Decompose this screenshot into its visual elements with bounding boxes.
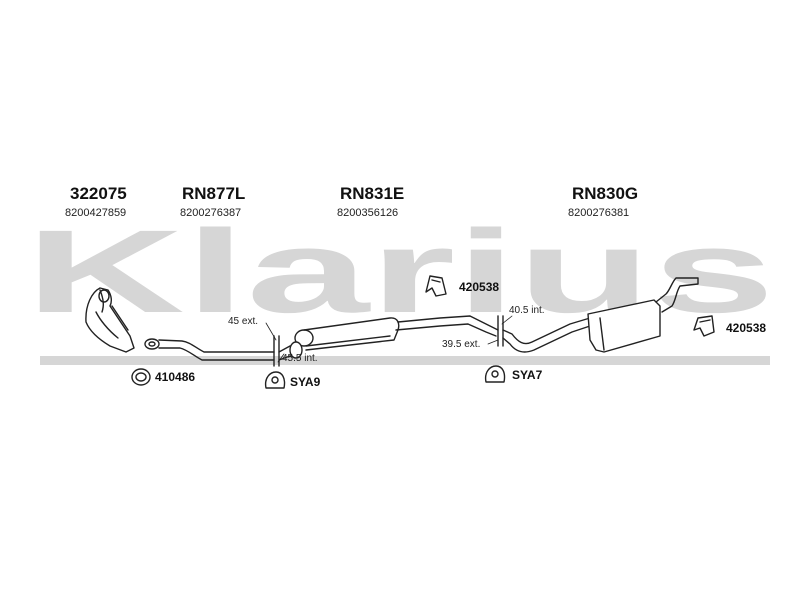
- component-ref-RN831E: 8200356126: [337, 207, 399, 219]
- front-pipe-RN877L: [144, 338, 275, 361]
- part-label-mount-rear: 420538: [726, 321, 767, 335]
- rear-silencer-RN830G: [502, 277, 699, 353]
- part-label-SYA7: SYA7: [512, 368, 543, 382]
- rear-joint: [497, 315, 504, 347]
- dim-leader-rear-int: [501, 315, 513, 325]
- centre-silencer-RN831E: [278, 315, 499, 361]
- part-label-SYA9: SYA9: [290, 375, 321, 389]
- component-code-322075: 322075: [70, 184, 127, 203]
- watermark-text: Klarius: [25, 206, 775, 338]
- component-code-RN831E: RN831E: [340, 184, 405, 203]
- part-label-mount-mid: 420538: [459, 280, 500, 294]
- seal-410486-icon: [131, 368, 151, 386]
- dim-leader-front-int: [277, 353, 285, 363]
- mount-420538-rear-icon: [693, 315, 715, 337]
- watermark-bar: [40, 356, 770, 365]
- component-ref-322075: 8200427859: [65, 207, 127, 219]
- component-ref-RN830G: 8200276381: [568, 207, 630, 219]
- catalytic-converter-322075: [85, 287, 135, 353]
- dim-leader-front-ext: [265, 322, 277, 341]
- dim-label-rear-ext: 39.5 ext.: [442, 339, 481, 350]
- dim-label-rear-int: 40.5 int.: [509, 305, 545, 316]
- component-code-RN830G: RN830G: [572, 184, 639, 203]
- hanger-SYA7-icon: [484, 365, 506, 383]
- dim-leader-rear-ext: [487, 339, 499, 345]
- component-ref-RN877L: 8200276387: [180, 207, 242, 219]
- component-code-RN877L: RN877L: [182, 184, 246, 203]
- mount-420538-mid-icon: [425, 275, 447, 297]
- dim-label-front-ext: 45 ext.: [228, 316, 259, 327]
- dim-label-front-int: 45.5 int.: [282, 353, 318, 364]
- part-label-seal: 410486: [155, 370, 196, 384]
- hanger-SYA9-icon: [264, 371, 286, 389]
